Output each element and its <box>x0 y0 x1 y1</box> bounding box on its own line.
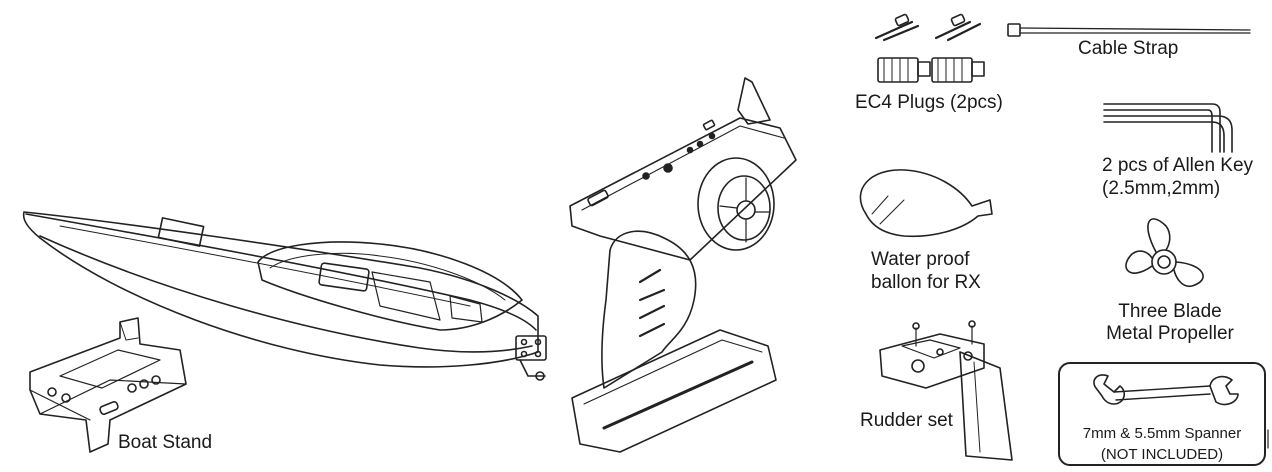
boat-stand-label: Boat Stand <box>118 432 213 453</box>
ec4-plugs-label: EC4 Plugs (2pcs) <box>855 92 1003 113</box>
cable-strap-icon <box>1008 24 1250 36</box>
boat-stand-icon <box>30 318 186 452</box>
spanner-icon <box>1094 375 1238 405</box>
rudder-set-label: Rudder set <box>860 410 953 431</box>
balloon-label-line1: Water proof <box>871 249 970 270</box>
allen-key-label-line1: 2 pcs of Allen Key <box>1102 155 1254 176</box>
spanner-label-line2: (NOT INCLUDED) <box>1100 446 1224 463</box>
propeller-label-line1: Three Blade <box>1118 301 1222 322</box>
propeller-icon <box>1126 219 1203 286</box>
boat-hull-icon <box>24 212 546 380</box>
rudder-icon <box>880 321 1012 460</box>
transmitter-icon <box>570 78 796 452</box>
spanner-box <box>1058 362 1266 466</box>
balloon-label-line2: ballon for RX <box>871 272 981 293</box>
cable-strap-label: Cable Strap <box>1078 38 1179 59</box>
ec4-plug-icon <box>876 14 984 82</box>
allen-key-icon <box>1104 104 1232 152</box>
spanner-label-line1: 7mm & 5.5mm Spanner <box>1082 425 1242 442</box>
balloon-icon <box>860 170 992 236</box>
allen-key-label-line2: (2.5mm,2mm) <box>1102 178 1221 199</box>
propeller-label-line2: Metal Propeller <box>1106 323 1234 344</box>
